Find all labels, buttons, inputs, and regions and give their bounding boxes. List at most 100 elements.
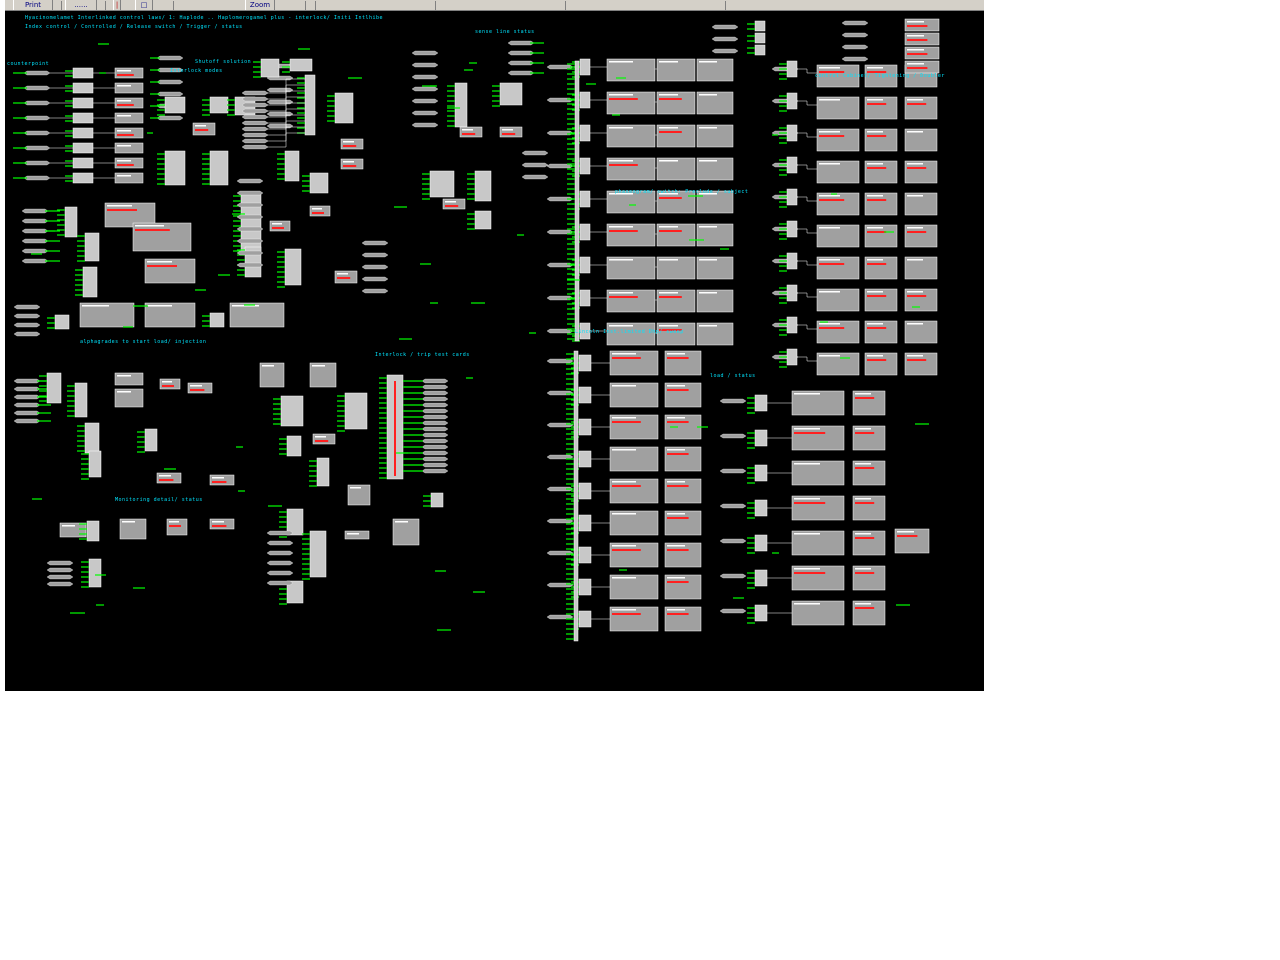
input-tag [711, 48, 739, 54]
toolbar-separator [435, 1, 436, 10]
logic-block [144, 258, 196, 284]
function-block [82, 266, 98, 298]
page-icon[interactable]: □ [135, 0, 153, 10]
logic-block [114, 172, 144, 184]
function-block [579, 223, 591, 241]
function-block [578, 610, 592, 628]
schematic-canvas[interactable]: Hyacinomelamet Interlinked control laws/… [5, 11, 984, 691]
block-label-bar [794, 572, 826, 574]
block-label-bar [667, 421, 689, 423]
input-tag [411, 98, 439, 104]
logic-block [664, 574, 702, 600]
block-header-bar [337, 273, 348, 275]
logic-block [656, 58, 696, 82]
input-tag [236, 214, 264, 220]
logic-block [816, 320, 860, 344]
logic-block [144, 302, 196, 328]
block-header-bar [867, 291, 883, 293]
input-tag [841, 56, 869, 62]
logic-block [852, 565, 886, 591]
block-header-bar [212, 477, 224, 479]
block-label-bar [337, 277, 351, 279]
input-tag [719, 573, 747, 579]
block-header-bar [502, 129, 513, 131]
function-block [579, 256, 591, 274]
logic-block [114, 112, 144, 124]
logic-block [606, 223, 656, 247]
block-header-bar [794, 463, 820, 465]
logic-block [132, 222, 192, 252]
logic-block [664, 446, 702, 472]
zoom-button[interactable]: Zoom [245, 0, 275, 10]
logic-block [864, 224, 898, 248]
function-block [209, 312, 225, 328]
block-header-bar [169, 521, 179, 523]
input-tag [521, 174, 549, 180]
logic-block [696, 91, 734, 115]
block-header-bar [819, 259, 840, 261]
caption-counterpoint: counterpoint [7, 61, 50, 67]
print-button[interactable]: Print [13, 0, 53, 10]
input-tag [361, 276, 389, 282]
red-marker-icon[interactable]: | [113, 0, 121, 10]
block-header-bar [117, 70, 131, 72]
block-label-bar [667, 549, 689, 551]
block-header-bar [667, 609, 685, 611]
block-label-bar [609, 230, 638, 232]
block-header-bar [147, 305, 172, 307]
input-tag [421, 456, 449, 462]
block-header-bar [147, 261, 172, 263]
block-label-bar [312, 212, 324, 214]
block-header-bar [855, 568, 871, 570]
block-header-bar [347, 533, 359, 535]
input-tag [411, 86, 439, 92]
block-header-bar [907, 35, 924, 37]
block-label-bar [609, 164, 638, 166]
block-label-bar [609, 98, 638, 100]
function-block [334, 92, 354, 124]
input-tag [719, 608, 747, 614]
input-tag [23, 175, 51, 181]
function-block [72, 127, 94, 139]
input-tag [21, 238, 49, 244]
block-header-bar [794, 603, 820, 605]
block-label-bar [867, 359, 887, 361]
block-label-bar [147, 265, 177, 267]
function-block [164, 96, 186, 114]
logic-block [259, 362, 285, 388]
input-tag [241, 120, 269, 126]
signal-wire [797, 164, 817, 170]
function-block [284, 150, 300, 182]
logic-block [606, 289, 656, 313]
function-block [309, 530, 327, 578]
function-block [260, 58, 280, 78]
input-tag [421, 426, 449, 432]
input-tag [421, 438, 449, 444]
input-tag [13, 331, 41, 337]
logic-block [864, 320, 898, 344]
function-block [74, 382, 88, 418]
block-header-bar [907, 259, 923, 261]
block-label-bar [445, 205, 459, 207]
input-tag [266, 580, 294, 586]
logic-diagram[interactable] [5, 11, 984, 691]
block-header-bar [212, 521, 224, 523]
function-block [499, 82, 523, 106]
function-block [72, 97, 94, 109]
block-header-bar [867, 259, 883, 261]
caption-load-status: load / status [710, 373, 756, 379]
logic-block [791, 565, 845, 591]
logic-block [606, 322, 656, 346]
function-block [754, 569, 768, 587]
signal-wire [797, 260, 817, 266]
input-tag [13, 402, 41, 408]
dotted-field-button[interactable]: ...... [65, 0, 97, 10]
block-header-bar [794, 568, 820, 570]
input-tag [156, 115, 184, 121]
block-header-bar [612, 385, 636, 387]
function-block [578, 482, 592, 500]
logic-block [864, 352, 898, 376]
logic-block [609, 606, 659, 632]
logic-block [609, 446, 659, 472]
logic-block [864, 192, 898, 216]
